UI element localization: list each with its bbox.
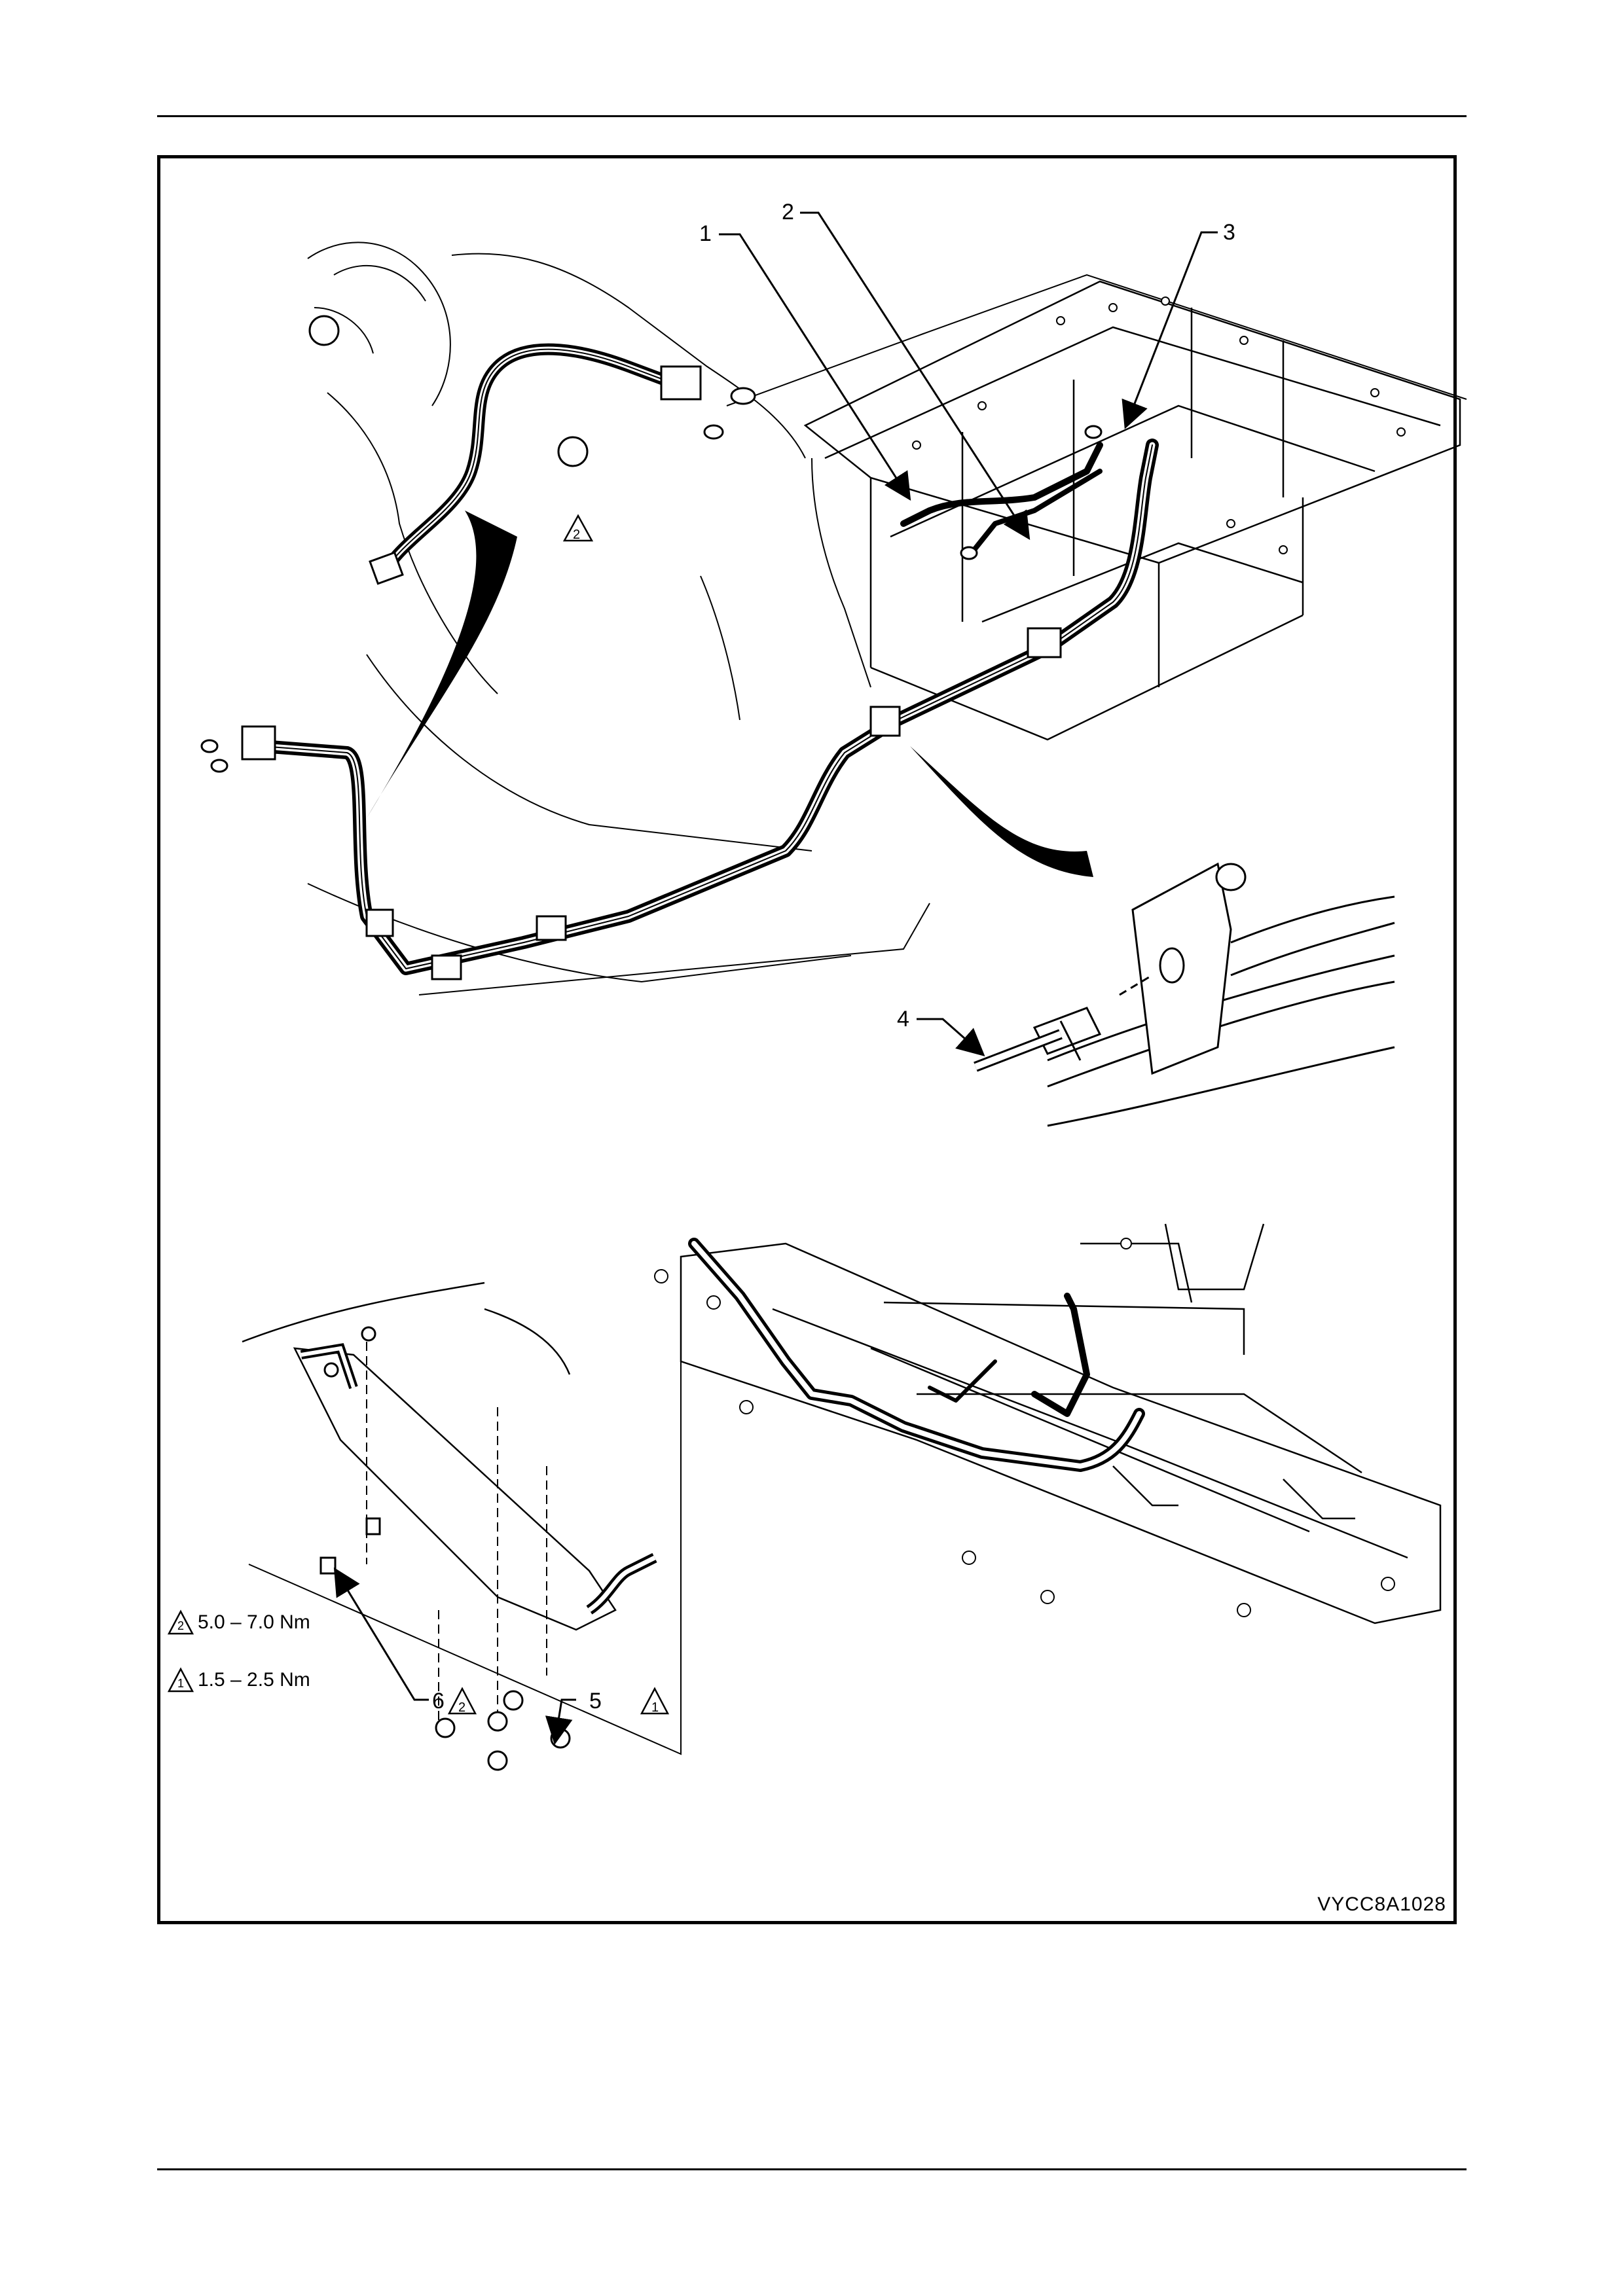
subframe-holes <box>913 297 1405 554</box>
legend-mark: 2 <box>169 1613 192 1633</box>
legend-value: 5.0 – 7.0 Nm <box>198 1611 310 1634</box>
torque-triangle-icons <box>169 516 668 1713</box>
pipe-fittings <box>202 316 1101 772</box>
clip-detail-inset <box>976 864 1395 1126</box>
callout-3: 3 <box>1223 221 1235 243</box>
rear-subframe <box>805 281 1460 740</box>
torque-mark-callout-5: 1 <box>651 1696 659 1719</box>
legend-row-1: 2 5.0 – 7.0 Nm <box>169 1611 310 1634</box>
legend-row-2: 1 1.5 – 2.5 Nm <box>169 1669 310 1691</box>
subframe-underside <box>681 1224 1440 1623</box>
callout-6: 6 <box>432 1690 445 1712</box>
callout-2: 2 <box>782 201 794 223</box>
callout-1: 1 <box>699 223 712 245</box>
torque-mark-callout-6: 2 <box>458 1696 465 1719</box>
underside-holes <box>655 1238 1395 1617</box>
brake-pipe-run <box>262 350 1152 969</box>
figure-reference: VYCC8A1028 <box>1317 1893 1446 1916</box>
legend-mark: 1 <box>169 1670 192 1691</box>
callout-4: 4 <box>897 1008 909 1030</box>
torque-mark-figure: 2 <box>573 524 580 546</box>
sweep-arrow-lower <box>910 746 1093 877</box>
callout-5: 5 <box>589 1690 602 1712</box>
legend-value: 1.5 – 2.5 Nm <box>198 1669 310 1691</box>
